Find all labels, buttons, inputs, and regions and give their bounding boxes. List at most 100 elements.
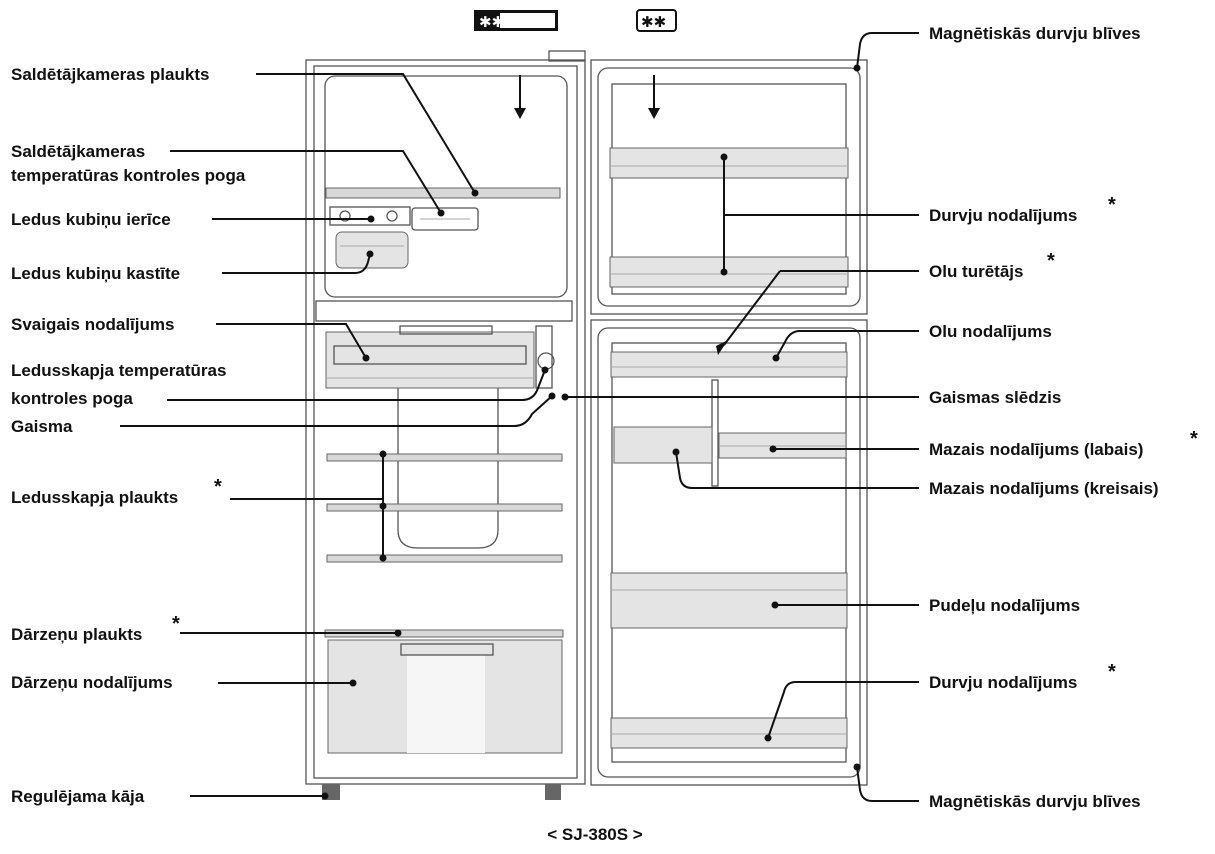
label-freezer-temp-1: Saldētājkameras <box>11 142 145 161</box>
upper-door-inner <box>597 67 861 307</box>
freezer-badge-text: ✱✱✱✱ <box>479 13 529 31</box>
label-door-seal-bottom: Magnētiskās durvju blīves <box>929 792 1141 811</box>
dot-door-compartment-top-1 <box>720 153 728 161</box>
leader-door-seal-top <box>856 32 919 69</box>
model-caption: < SJ-380S > <box>547 825 643 844</box>
asterisk-door-compartment-bottom: * <box>1108 661 1116 683</box>
dot-light-switch <box>561 393 569 401</box>
divider-panel <box>315 300 573 322</box>
fresh-compartment <box>325 331 535 389</box>
ice-box <box>335 231 409 269</box>
lower-door-inner <box>597 327 861 778</box>
label-light-switch: Gaismas slēdzis <box>929 388 1061 407</box>
leader-freezer-shelf <box>256 73 476 194</box>
vegetable-compartment-handle <box>400 643 494 656</box>
label-fresh-compartment: Svaigais nodalījums <box>11 315 174 334</box>
duct-top <box>399 325 493 335</box>
door-badge-arrowhead <box>648 108 660 119</box>
leader-ice-box <box>222 253 371 274</box>
upper-door-panel <box>611 83 847 295</box>
dot-bottle-compartment <box>771 601 779 609</box>
label-egg-compartment: Olu nodalījums <box>929 322 1052 341</box>
dot-fridge-shelf-3 <box>379 554 387 562</box>
label-fridge-shelf: Ledusskapja plaukts <box>11 488 178 507</box>
dot-fridge-shelf-1 <box>379 450 387 458</box>
freezer-badge-arrowhead <box>514 108 526 119</box>
asterisk-beer-holder: * <box>1047 250 1055 272</box>
beer-holder-arrowhead <box>716 340 728 355</box>
freezer-temp-control <box>411 207 479 231</box>
ice-maker-knob-left <box>339 210 351 222</box>
door-badge-frame <box>636 9 677 32</box>
dot-door-compartment-top-2 <box>720 268 728 276</box>
dot-egg-compartment <box>772 354 780 362</box>
label-fridge-temp-1: Ledusskapja temperatūras <box>11 361 226 380</box>
right-leaders <box>561 32 919 802</box>
dot-veg-compartment <box>349 679 357 687</box>
label-ice-box: Ledus kubiņu kastīte <box>11 264 180 283</box>
label-door-compartment-bottom: Durvju nodalījums <box>929 673 1077 692</box>
ice-maker-knob-right <box>386 210 398 222</box>
label-door-seal-top: Magnētiskās durvju blīves <box>929 24 1141 43</box>
label-adjustable-foot: Regulējama kāja <box>11 787 145 806</box>
leader-light <box>120 395 553 427</box>
label-beer-holder: Olu turētājs <box>929 262 1023 281</box>
door-star-badge: ✱✱ <box>636 9 677 32</box>
leader-beer-holder-arrow <box>723 270 781 346</box>
left-leaders <box>120 73 556 800</box>
asterisk-door-compartment-top: * <box>1108 194 1116 216</box>
fridge-doors <box>590 59 868 786</box>
dot-ice-maker <box>367 215 375 223</box>
dot-adjustable-foot <box>321 792 329 800</box>
dot-fridge-shelf-2 <box>379 502 387 510</box>
label-veg-shelf: Dārzeņu plaukts <box>11 625 142 644</box>
door-badge-text: ✱✱ <box>641 13 666 31</box>
dot-freezer-temp <box>437 209 445 217</box>
lower-door-panel <box>611 342 847 763</box>
door-divider-bar <box>711 379 719 487</box>
air-duct <box>397 388 499 549</box>
freezer-star-badge: ✱✱✱✱ <box>474 10 558 31</box>
label-small-left: Mazais nodalījums (kreisais) <box>929 479 1159 498</box>
fridge-control-housing <box>535 325 553 389</box>
label-freezer-shelf: Saldētājkameras plaukts <box>11 65 209 84</box>
asterisk-veg-shelf: * <box>172 613 180 635</box>
leader-egg-compartment <box>775 330 919 359</box>
leader-door-seal-bottom <box>856 766 919 802</box>
ice-maker <box>329 206 411 226</box>
freezer-badge-inner <box>500 13 555 28</box>
dot-veg-shelf <box>394 629 402 637</box>
freezer-interior <box>324 75 568 298</box>
label-door-compartment-top: Durvju nodalījums <box>929 206 1077 225</box>
dot-freezer-shelf <box>471 189 479 197</box>
adjustable-foot-right <box>545 784 561 800</box>
dot-small-right <box>769 445 777 453</box>
egg-compartment <box>610 351 848 378</box>
leader-door-compartment-bottom <box>767 681 919 739</box>
dot-light <box>548 392 556 400</box>
vegetable-compartment-window <box>407 655 485 753</box>
upper-door-outline <box>590 59 868 315</box>
small-compartment-left <box>613 426 713 464</box>
fridge-shelf-3 <box>326 554 563 563</box>
dot-fridge-temp <box>541 366 549 374</box>
leader-freezer-temp <box>170 150 442 214</box>
bottle-compartment <box>610 572 848 629</box>
label-veg-compartment: Dārzeņu nodalījums <box>11 673 173 692</box>
lower-door-outline <box>590 319 868 786</box>
dot-door-seal-top <box>853 64 861 72</box>
label-ice-maker: Ledus kubiņu ierīce <box>11 210 171 229</box>
dot-small-left <box>672 448 680 456</box>
leader-small-left <box>675 451 919 489</box>
leader-fridge-temp <box>167 369 546 401</box>
fridge-shelf-1 <box>326 453 563 462</box>
label-light: Gaisma <box>11 417 73 436</box>
asterisk-fridge-shelf: * <box>214 476 222 498</box>
label-bottle-compartment: Pudeļu nodalījums <box>929 596 1080 615</box>
lower-door-compartment <box>610 717 848 749</box>
leader-fresh-compartment <box>216 323 367 359</box>
dot-ice-box <box>366 250 374 258</box>
label-freezer-temp-2: temperatūras kontroles poga <box>11 166 246 185</box>
dot-door-compartment-bottom <box>764 734 772 742</box>
